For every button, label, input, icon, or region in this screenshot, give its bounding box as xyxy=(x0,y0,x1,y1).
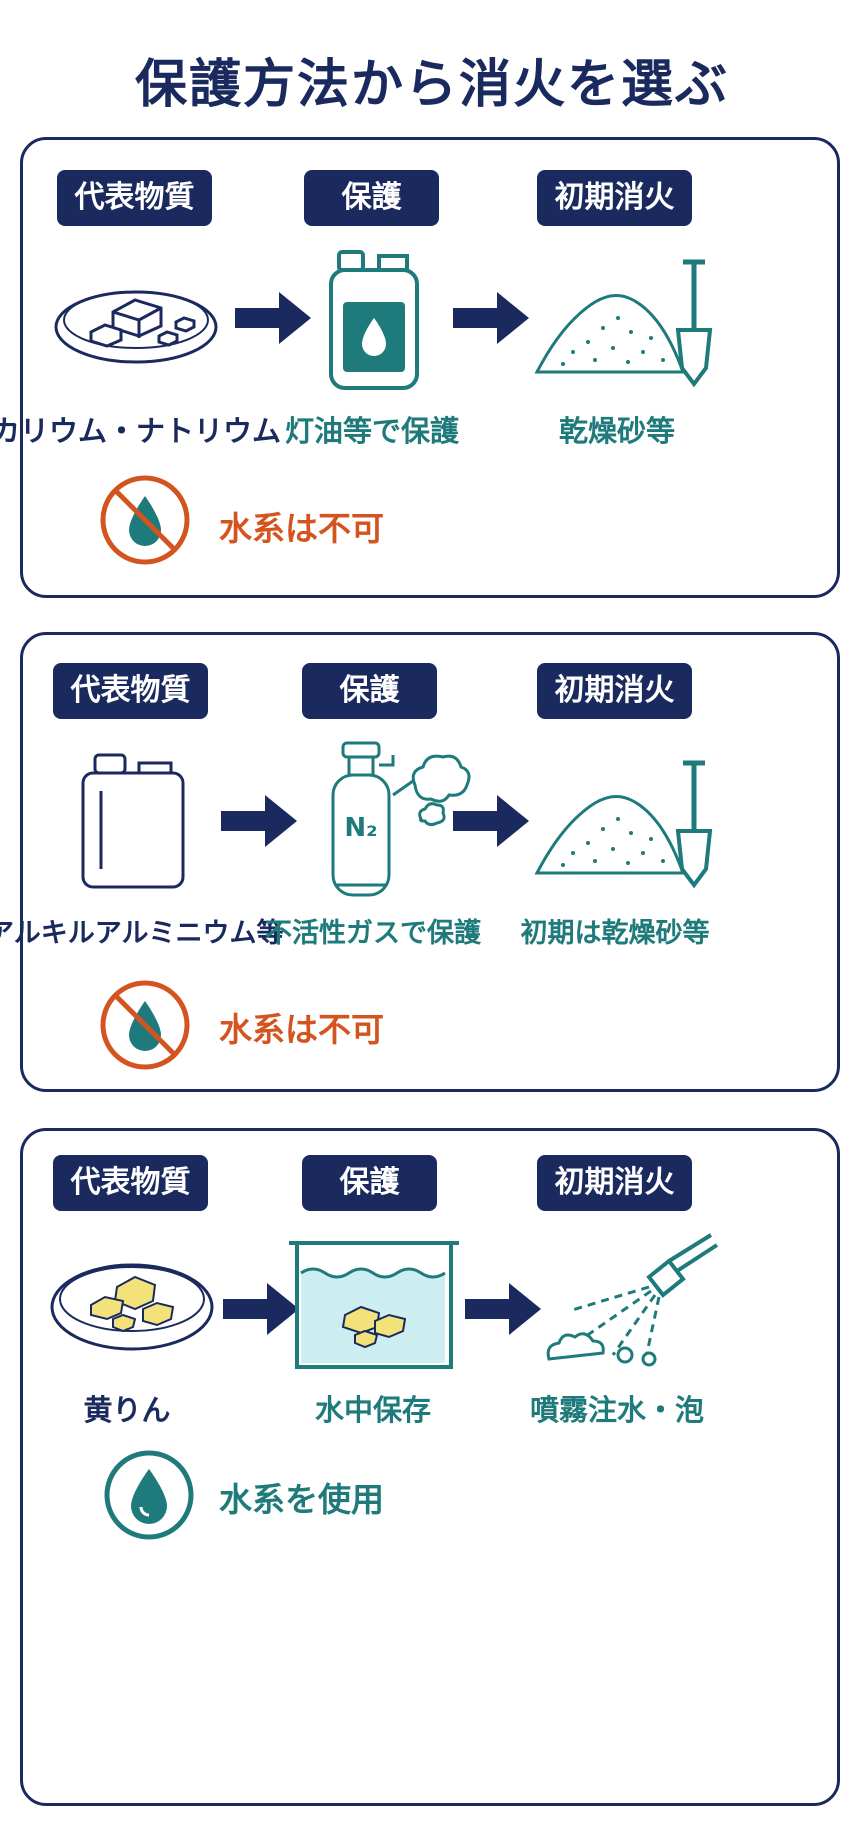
header-extinguish: 初期消火 xyxy=(537,1155,692,1211)
note-label: 水系を使用 xyxy=(219,1480,384,1519)
header-substance: 代表物質 xyxy=(57,170,212,226)
arrow-right-icon xyxy=(465,1283,541,1335)
sand-shovel-icon xyxy=(534,760,713,889)
container-icon xyxy=(81,753,185,889)
protection-label: 不活性ガスで保護 xyxy=(265,918,481,949)
header-protection: 保護 xyxy=(302,663,437,719)
note-label: 水系は不可 xyxy=(219,509,384,548)
note-label: 水系は不可 xyxy=(219,1010,384,1049)
card-row-1: 代表物質 保護 初期消火 xyxy=(0,137,840,598)
spray-nozzle-icon xyxy=(546,1233,719,1367)
protection-label: 灯油等で保護 xyxy=(284,414,459,448)
substance-label: 黄りん xyxy=(83,1393,171,1427)
no-water-icon xyxy=(100,980,190,1070)
water-drop-icon xyxy=(104,1450,194,1540)
header-substance: 代表物質 xyxy=(53,663,208,719)
header-protection: 保護 xyxy=(304,170,439,226)
phosphorus-dish-icon xyxy=(50,1263,214,1351)
sand-shovel-icon xyxy=(534,259,713,388)
extinguish-label: 乾燥砂等 xyxy=(558,414,675,448)
header-extinguish: 初期消火 xyxy=(537,170,692,226)
arrow-right-icon xyxy=(221,795,297,847)
header-extinguish: 初期消火 xyxy=(537,663,692,719)
arrow-right-icon xyxy=(235,292,311,344)
header-substance: 代表物質 xyxy=(53,1155,208,1211)
header-protection: 保護 xyxy=(302,1155,437,1211)
no-water-icon xyxy=(100,475,190,565)
water-tank-icon xyxy=(289,1241,459,1369)
arrow-right-icon xyxy=(453,795,529,847)
card-row-2: 代表物質 保護 初期消火 N₂ xyxy=(0,632,840,1092)
metal-dish-icon xyxy=(54,290,218,364)
extinguish-label: 初期は乾燥砂等 xyxy=(520,918,710,949)
kerosene-can-icon xyxy=(329,250,419,390)
substance-label: アルキルアルミニウム等 xyxy=(0,918,284,949)
protection-label: 水中保存 xyxy=(314,1393,431,1427)
arrow-right-icon xyxy=(453,292,529,344)
nitrogen-cylinder-icon xyxy=(331,741,471,897)
page-title: 保護方法から消火を選ぶ xyxy=(134,55,729,115)
gas-label: N₂ xyxy=(344,813,378,843)
extinguish-label: 噴霧注水・泡 xyxy=(529,1393,704,1427)
card-row-3: 代表物質 保護 初期消火 xyxy=(20,1128,840,1806)
substance-label: カリウム・ナトリウム xyxy=(0,414,282,448)
arrow-right-icon xyxy=(223,1283,299,1335)
